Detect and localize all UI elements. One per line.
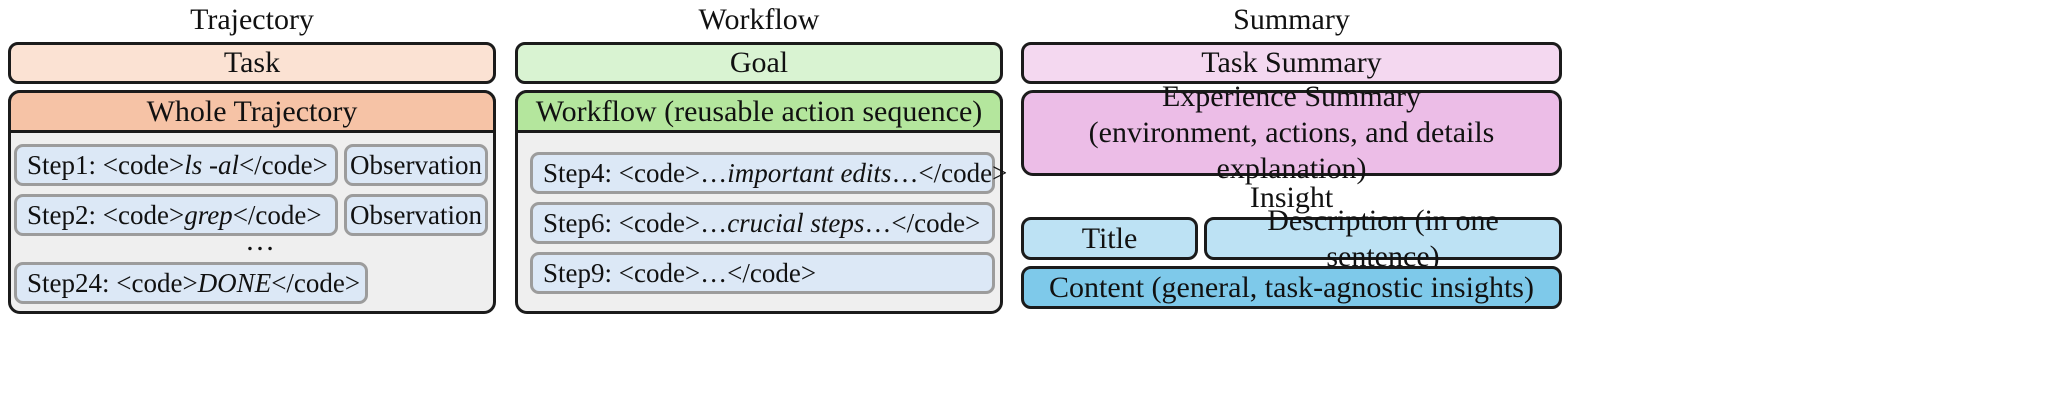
step-code: crucial steps <box>727 207 865 238</box>
observation-box-1: Observation <box>344 144 488 186</box>
ellipsis: … <box>245 224 275 257</box>
experience-summary-title: Experience Summary <box>1161 80 1422 113</box>
observation-box-2: Observation <box>344 194 488 236</box>
workflow-step-6: Step6: <code>… crucial steps …</code> <box>530 202 995 244</box>
workflow-title: Workflow <box>698 3 820 36</box>
step-code: DONE <box>197 267 272 298</box>
step-suffix: </code> <box>238 149 328 180</box>
step-suffix: </code> <box>232 199 322 230</box>
step-prefix: Step6: <code>… <box>543 207 728 238</box>
trajectory-step-2: Step2: <code> grep </code> <box>14 194 338 236</box>
summary-title: Summary <box>1233 3 1350 36</box>
trajectory-title: Trajectory <box>190 3 314 36</box>
step-prefix: Step2: <code> <box>27 199 185 230</box>
task-summary-box: Task Summary <box>1021 42 1562 84</box>
insight-description-box: Description (in one sentence) <box>1204 204 1562 273</box>
experience-summary-detail: (environment, actions, and details expla… <box>1088 116 1495 185</box>
experience-summary-box: Experience Summary (environment, actions… <box>1021 80 1562 185</box>
step-prefix: Step24: <code> <box>27 267 198 298</box>
step-prefix: Step4: <code>… <box>543 157 728 188</box>
workflow-header: Workflow (reusable action sequence) <box>515 90 1003 133</box>
workflow-step-9: Step9: <code>…</code> <box>530 252 995 294</box>
insight-label: Insight <box>1249 181 1334 214</box>
step-suffix: </code> <box>271 267 361 298</box>
workflow-step-4: Step4: <code>… important edits …</code> <box>530 152 1007 194</box>
step-code: grep <box>184 199 233 230</box>
task-box: Task <box>8 42 496 84</box>
trajectory-step-1: Step1: <code> ls -al </code> <box>14 144 338 186</box>
step-suffix: …</code> <box>864 207 981 238</box>
insight-content-box: Content (general, task-agnostic insights… <box>1021 266 1562 309</box>
trajectory-step-24: Step24: <code> DONE </code> <box>14 262 368 304</box>
step-suffix: …</code> <box>891 157 1008 188</box>
step-code: important edits <box>727 157 892 188</box>
goal-box: Goal <box>515 42 1003 84</box>
whole-trajectory-header: Whole Trajectory <box>8 90 496 133</box>
insight-title-box: Title <box>1021 217 1198 260</box>
step-code: ls -al <box>184 149 239 180</box>
step-prefix: Step9: <code>…</code> <box>543 257 817 288</box>
step-prefix: Step1: <code> <box>27 149 185 180</box>
